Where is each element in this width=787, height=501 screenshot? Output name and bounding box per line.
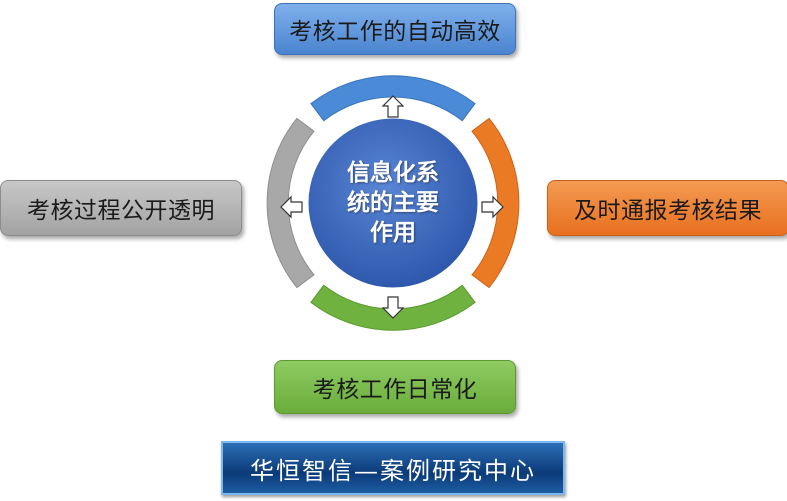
ring-segment-left [266,117,315,289]
center-label-line-2: 统的主要 [347,190,439,216]
left-effect-label: 考核过程公开透明 [27,198,215,224]
ring-segment-right [471,117,520,289]
left-effect-box: 考核过程公开透明 [0,180,242,236]
center-label-line-3: 作用 [370,220,416,246]
bottom-effect-box: 考核工作日常化 [274,360,516,414]
right-effect-label: 及时通报考核结果 [574,198,762,224]
arrow-up-icon [381,95,405,118]
center-label-line-1: 信息化系 [347,160,439,186]
center-label: 信息化系 统的主要 作用 [313,158,473,248]
top-effect-label: 考核工作的自动高效 [289,19,501,45]
ring-segment-top [310,75,476,122]
source-banner-text: 华恒智信—案例研究中心 [250,456,536,485]
top-effect-box: 考核工作的自动高效 [274,3,516,55]
source-banner: 华恒智信—案例研究中心 [221,441,565,495]
right-effect-box: 及时通报考核结果 [547,180,787,236]
arrow-left-icon [280,195,303,219]
ring-segment-bottom [310,284,476,331]
arrow-right-icon [481,195,504,219]
arrow-down-icon [381,296,405,319]
bottom-effect-label: 考核工作日常化 [312,377,478,403]
